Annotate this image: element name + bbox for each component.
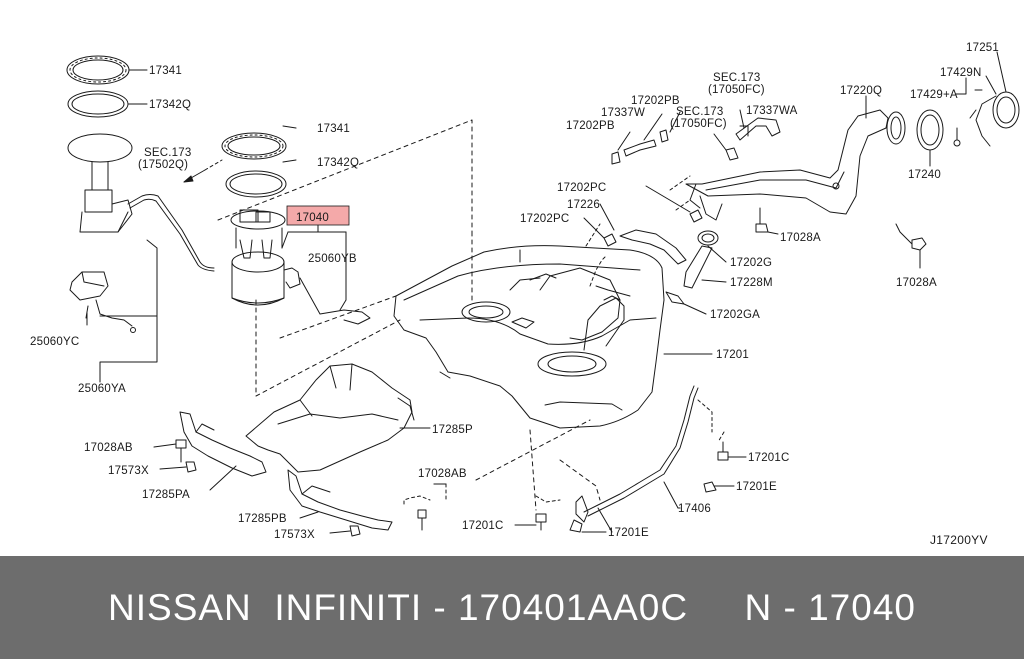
fuel-cap-17251: [969, 91, 1020, 147]
label-17429n: 17429N: [940, 67, 981, 79]
label-17201c-bottom: 17201C: [462, 520, 503, 532]
label-17285p: 17285P: [432, 424, 473, 436]
seal-17342q-left: [67, 90, 129, 118]
parts-diagram-svg: 17341 17342Q 17341 17342Q SEC.173 (17502…: [30, 42, 1020, 547]
strap-17406: [569, 385, 699, 533]
clip-17202ga: [665, 291, 685, 305]
bolt-17201c-right: [717, 441, 729, 461]
label-17202pc-upper: 17202PC: [557, 182, 606, 194]
label-25060yc: 25060YC: [30, 336, 79, 348]
hose-17337w: [611, 129, 669, 165]
label-17201: 17201: [716, 349, 749, 361]
diagram-reference-code: J17200YV: [930, 533, 988, 547]
label-17429a: 17429+A: [910, 89, 958, 101]
screw-17429a: [953, 139, 961, 147]
heat-shield-17285pb: [287, 469, 393, 531]
label-17228m: 17228M: [730, 277, 773, 289]
label-17202pb-lower: 17202PB: [566, 120, 615, 132]
bolt-17201c-bottom: [535, 513, 547, 531]
label-17028a-center: 17028A: [780, 232, 821, 244]
bolt-17028a-center: [755, 207, 779, 235]
bolt-17028a-right: [895, 223, 927, 269]
label-sec173-mid-sub: (17050FC): [670, 118, 727, 130]
label-17028ab-left: 17028AB: [84, 442, 133, 454]
label-17201e-bottom: 17201E: [608, 527, 649, 539]
label-25060yb: 25060YB: [308, 253, 357, 265]
filler-tube-17220q: [685, 109, 906, 221]
label-17202pb-upper: 17202PB: [631, 95, 680, 107]
label-17220q: 17220Q: [840, 85, 882, 97]
label-17028a-right: 17028A: [896, 277, 937, 289]
seal-17240: [916, 109, 944, 151]
label-17285pb: 17285PB: [238, 513, 287, 525]
fuel-pump-17040: [230, 209, 371, 325]
label-17240: 17240: [908, 169, 941, 181]
label-17201c-right: 17201C: [748, 452, 789, 464]
label-17201e-right: 17201E: [736, 481, 777, 493]
label-17202ga: 17202GA: [710, 309, 760, 321]
label-17028ab-bottom: 17028AB: [418, 468, 467, 480]
bolt-17028ab-left: [175, 439, 187, 463]
hose-17226: [619, 229, 687, 265]
label-sec173-left: SEC.173: [144, 147, 191, 159]
lock-ring-17341-center: [221, 132, 287, 160]
label-17202g: 17202G: [730, 257, 772, 269]
label-17341-center: 17341: [317, 123, 350, 135]
heat-shield-17285p: [245, 363, 415, 473]
label-17337wa: 17337WA: [746, 105, 798, 117]
seal-17342q-center: [225, 170, 287, 198]
label-17251: 17251: [966, 42, 999, 54]
label-sec173-left-sub: (17502Q): [138, 159, 188, 171]
clip-17202pc: [603, 209, 703, 247]
label-sec173-mid: SEC.173: [676, 106, 723, 118]
label-17202pc-lower: 17202PC: [520, 213, 569, 225]
label-17040: 17040: [296, 212, 329, 224]
hose-17337wa: [725, 117, 781, 161]
label-17226: 17226: [567, 199, 600, 211]
nut-17573x-left: [185, 461, 197, 473]
bracket-25060ya: [99, 315, 158, 383]
heat-shield-17285pa: [179, 411, 267, 477]
nut-17573x-bottom: [349, 525, 361, 537]
part-number-caption: NISSAN INFINITI - 170401AA0C N - 17040: [108, 586, 916, 628]
label-25060ya: 25060YA: [78, 383, 126, 395]
label-17573x-bottom: 17573X: [274, 529, 315, 541]
label-sec173-upper: SEC.173: [713, 72, 760, 84]
parts-diagram: 17341 17342Q 17341 17342Q SEC.173 (17502…: [30, 42, 1020, 547]
fuel-tank-17201: [393, 245, 665, 429]
bracket-25060yc: [86, 239, 158, 326]
fuel-pump-left-assembly: [67, 133, 215, 333]
label-17285pa: 17285PA: [142, 489, 190, 501]
bolt-17028ab-bottom: [417, 509, 427, 531]
label-17337w: 17337W: [601, 107, 645, 119]
nut-17201e-right: [703, 481, 717, 493]
label-17406: 17406: [678, 503, 711, 515]
highlight-17040: [286, 205, 350, 226]
label-17342q-left: 17342Q: [149, 99, 191, 111]
label-17573x-left: 17573X: [108, 465, 149, 477]
label-17342q-center: 17342Q: [317, 157, 359, 169]
label-17341-left: 17341: [149, 65, 182, 77]
hose-17228m: [683, 230, 719, 289]
footer-banner: NISSAN INFINITI - 170401AA0C N - 17040: [0, 556, 1024, 659]
label-sec173-upper-sub: (17050FC): [708, 84, 765, 96]
lock-ring-17341-left: [66, 55, 130, 85]
